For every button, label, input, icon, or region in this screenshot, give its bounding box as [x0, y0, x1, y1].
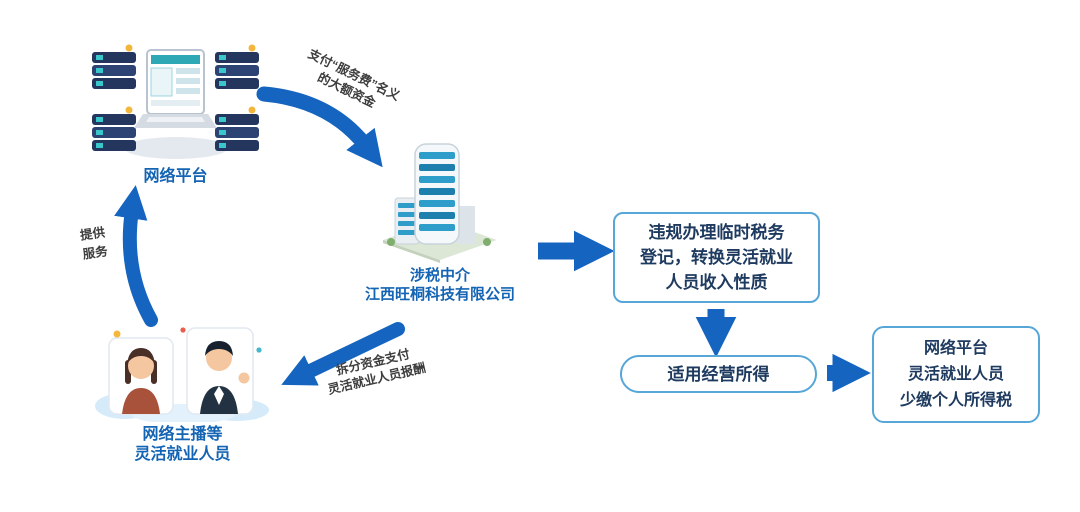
business-income-box: 适用经营所得	[620, 355, 817, 393]
laptop-icon	[134, 49, 217, 128]
violation-box-line2: 登记，转换灵活就业	[640, 248, 793, 267]
result-box-line1: 网络平台	[923, 339, 988, 357]
woman-streamer-icon	[108, 330, 174, 415]
intermediary-node: 涉税中介 江西旺桐科技有限公司	[355, 138, 525, 304]
violation-box-line3: 人员收入性质	[665, 273, 768, 292]
workers-label-line2: 灵活就业人员	[134, 446, 231, 463]
server-icon	[215, 44, 259, 89]
intermediary-company-label: 江西旺桐科技有限公司	[364, 286, 515, 303]
server-icon	[92, 44, 136, 89]
result-box-line3: 少缴个人所得税	[899, 391, 1012, 409]
result-box: 网络平台 灵活就业人员 少缴个人所得税	[872, 326, 1040, 423]
intermediary-name-label: 涉税中介	[409, 267, 470, 284]
violation-box-line1: 违规办理临时税务	[648, 223, 785, 242]
arrow-intermediary-to-workers	[281, 322, 405, 386]
server-icon	[215, 106, 259, 151]
office-building-icon	[383, 143, 497, 263]
network-platform-node: 网络平台	[88, 36, 263, 187]
network-platform-icon	[92, 44, 259, 159]
network-platform-label: 网络平台	[143, 168, 208, 185]
violation-box: 违规办理临时税务 登记，转换灵活就业 人员收入性质	[613, 212, 820, 303]
server-icon	[92, 106, 136, 151]
arrow-platform-to-intermediary	[256, 86, 383, 168]
workers-label-line1: 网络主播等	[142, 426, 223, 443]
arrow-workers-to-platform	[114, 185, 158, 327]
streamers-video-call-icon	[95, 327, 269, 422]
result-box-line2: 灵活就业人员	[907, 365, 1004, 383]
man-streamer-icon	[180, 327, 262, 415]
workers-node: 网络主播等 灵活就业人员	[95, 322, 270, 465]
business-income-label: 适用经营所得	[667, 364, 770, 384]
provide-service-edge-label: 提供 服务	[74, 223, 115, 266]
